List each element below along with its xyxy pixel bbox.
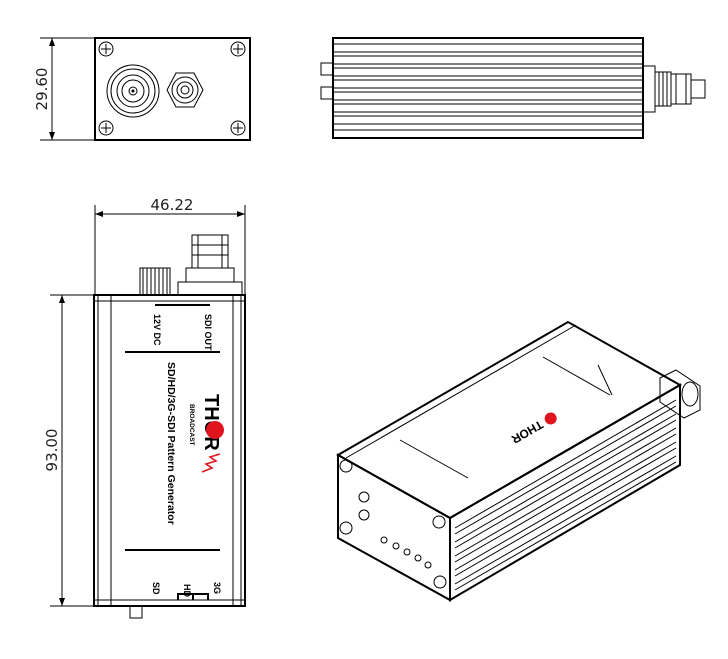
height-dimension-label: 29.60 <box>33 68 51 111</box>
iso-front-leds <box>358 491 432 569</box>
mode-sd-label: SD <box>151 582 161 595</box>
height-dimension: 29.60 <box>33 37 95 141</box>
top-view: 46.22 93.00 12V DC <box>43 196 246 619</box>
iso-bnc <box>659 369 701 419</box>
mode-hd-label: HD <box>182 584 192 597</box>
power-label: 12V DC <box>152 314 162 346</box>
width-dimension-label: 46.22 <box>151 196 194 214</box>
dc-power-jack <box>166 72 204 108</box>
bnc-top <box>177 234 243 296</box>
heatsink-fins <box>333 43 643 131</box>
bnc-connector <box>106 64 160 118</box>
mode-3g-label: 3G <box>212 582 222 594</box>
dc-jack-top <box>139 267 171 296</box>
thor-logo: THOR BROADCAST <box>188 394 224 473</box>
isometric-view: THOR <box>335 320 701 602</box>
end-view: 29.60 <box>33 37 251 141</box>
length-dimension: 93.00 <box>43 294 95 607</box>
screw-icon <box>98 41 246 136</box>
brand-sub-label: BROADCAST <box>188 404 195 446</box>
iso-brand-label: THOR <box>509 417 546 446</box>
iso-thor-logo: THOR <box>509 412 557 447</box>
side-view <box>320 37 706 139</box>
end-panel <box>94 37 251 141</box>
width-dimension: 46.22 <box>94 196 246 295</box>
length-dimension-label: 93.00 <box>43 429 61 472</box>
iso-screws <box>339 459 447 589</box>
product-name: SD/HD/3G-SDI Pattern Generator <box>165 362 177 525</box>
output-label: SDI OUT <box>203 314 213 351</box>
side-bnc-connector <box>642 65 706 113</box>
